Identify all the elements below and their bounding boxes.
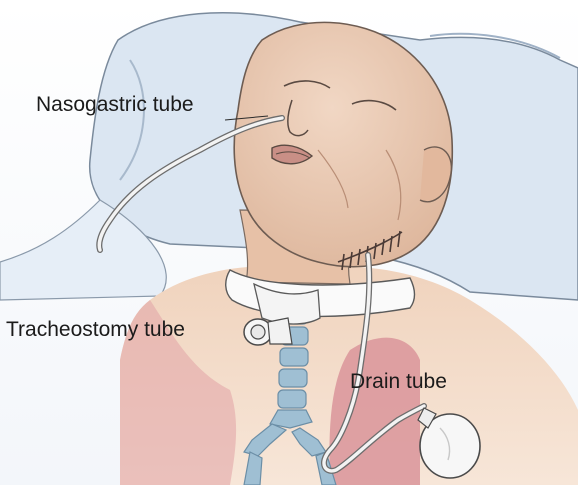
tracheostomy-tube-label: Tracheostomy tube <box>6 319 185 340</box>
tracheostomy-tube-cannula <box>244 318 292 345</box>
nasogastric-tube-label: Nasogastric tube <box>36 94 194 115</box>
drain-tube-label: Drain tube <box>350 371 447 392</box>
